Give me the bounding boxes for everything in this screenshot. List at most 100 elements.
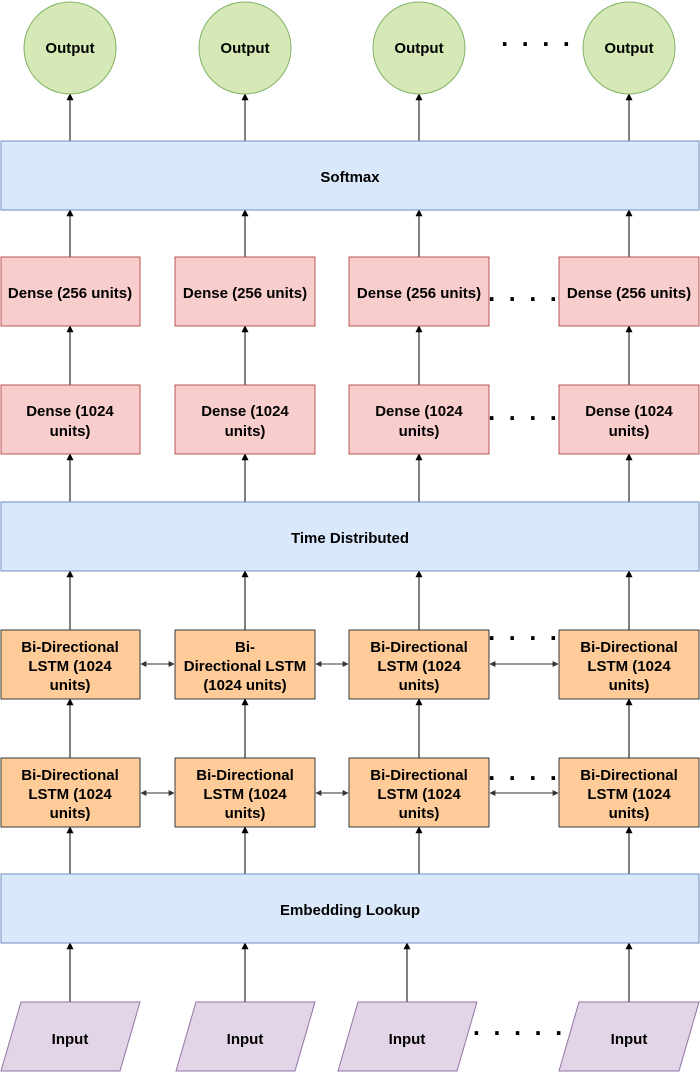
dense-1024-label-line1: Dense (1024 xyxy=(375,403,463,420)
output-circle xyxy=(23,1,117,95)
output-label: Output xyxy=(220,40,269,57)
bilstm-label-line3: units) xyxy=(399,677,440,694)
input-layer: Input Input Input Input · · · · · xyxy=(0,1001,700,1072)
dense-256-layer: Dense (256 units) Dense (256 units) Dens… xyxy=(0,256,700,327)
dense-256-node-3: Dense (256 units) xyxy=(348,256,490,327)
bilstm-top-ellipsis: · · · · xyxy=(488,626,560,650)
bilstm-top-node-3: Bi-Directional LSTM (1024 units) xyxy=(348,629,490,700)
dense-1024-box xyxy=(0,384,141,455)
bilstm-bottom-ellipsis: · · · · xyxy=(488,766,560,790)
softmax-label: Softmax xyxy=(320,169,380,186)
bilstm-label-line1: Bi-Directional xyxy=(580,767,678,784)
dense-1024-node-1: Dense (1024 units) xyxy=(0,384,141,455)
bilstm-label-line3: (1024 units) xyxy=(203,677,286,694)
input-label: Input xyxy=(227,1031,264,1048)
output-label: Output xyxy=(45,40,94,57)
bilstm-box xyxy=(348,757,490,828)
dense-1024-label-line1: Dense (1024 xyxy=(26,403,114,420)
output-circle xyxy=(582,1,676,95)
bilstm-label-line1: Bi-Directional xyxy=(370,639,468,656)
dense-256-box xyxy=(348,256,490,327)
dense-1024-ellipsis: · · · · xyxy=(488,406,560,430)
dense-256-label: Dense (256 units) xyxy=(183,285,307,302)
bilstm-label-line3: units) xyxy=(50,805,91,822)
input-ellipsis: · · · · · xyxy=(473,1021,566,1045)
bilstm-top-node-2: Bi- Directional LSTM (1024 units) xyxy=(174,629,316,700)
dense-1024-node-2: Dense (1024 units) xyxy=(174,384,316,455)
bilstm-label-line1: Bi-Directional xyxy=(580,639,678,656)
bilstm-label-line2: LSTM (1024 xyxy=(28,786,112,803)
dense-1024-box xyxy=(348,384,490,455)
time-distributed-layer: Time Distributed xyxy=(0,501,700,572)
dense-1024-label-line2: units) xyxy=(399,423,440,440)
input-node-2: Input xyxy=(175,1001,316,1072)
output-circle xyxy=(372,1,466,95)
output-label: Output xyxy=(604,40,653,57)
output-ellipsis: · · · · xyxy=(501,32,573,56)
vertical-arrows xyxy=(66,93,633,1002)
dense-1024-node-4: Dense (1024 units) xyxy=(558,384,700,455)
time-distributed-box xyxy=(0,501,700,572)
bilstm-label-line2: LSTM (1024 xyxy=(587,786,671,803)
bilstm-label-line1: Bi-Directional xyxy=(370,767,468,784)
input-node-1: Input xyxy=(0,1001,141,1072)
dense-1024-layer: Dense (1024 units) Dense (1024 units) De… xyxy=(0,384,700,455)
softmax-box xyxy=(0,140,700,211)
embedding-layer: Embedding Lookup xyxy=(0,873,700,944)
bilstm-label-line1: Bi-Directional xyxy=(21,767,119,784)
dense-1024-label-line2: units) xyxy=(225,423,266,440)
bilstm-label-line1: Bi-Directional xyxy=(21,639,119,656)
dense-1024-node-3: Dense (1024 units) xyxy=(348,384,490,455)
bidirectional-arrows xyxy=(140,661,559,796)
bilstm-box xyxy=(558,629,700,700)
bilstm-label-line3: units) xyxy=(50,677,91,694)
bilstm-box xyxy=(174,629,316,700)
input-node-4: Input xyxy=(558,1001,700,1072)
bilstm-bottom-layer: Bi-Directional LSTM (1024 units) Bi-Dire… xyxy=(0,757,700,828)
bilstm-label-line3: units) xyxy=(225,805,266,822)
input-shape xyxy=(175,1001,316,1072)
embedding-box xyxy=(0,873,700,944)
dense-1024-label-line2: units) xyxy=(609,423,650,440)
bilstm-label-line2: LSTM (1024 xyxy=(203,786,287,803)
output-label: Output xyxy=(394,40,443,57)
time-distributed-label: Time Distributed xyxy=(291,530,409,547)
output-layer: Output Output Output Output · · · · xyxy=(23,1,676,95)
bilstm-bottom-node-3: Bi-Directional LSTM (1024 units) xyxy=(348,757,490,828)
dense-1024-box xyxy=(558,384,700,455)
bilstm-label-line3: units) xyxy=(399,805,440,822)
bilstm-label-line3: units) xyxy=(609,805,650,822)
input-node-3: Input xyxy=(337,1001,478,1072)
bilstm-bottom-node-2: Bi-Directional LSTM (1024 units) xyxy=(174,757,316,828)
dense-256-node-2: Dense (256 units) xyxy=(174,256,316,327)
dense-256-label: Dense (256 units) xyxy=(8,285,132,302)
bilstm-box xyxy=(348,629,490,700)
bilstm-label-line2: LSTM (1024 xyxy=(28,658,112,675)
bilstm-label-line3: units) xyxy=(609,677,650,694)
output-circle xyxy=(198,1,292,95)
output-node-1: Output xyxy=(23,1,117,95)
bilstm-box xyxy=(174,757,316,828)
dense-1024-label-line2: units) xyxy=(50,423,91,440)
bilstm-label-line2: LSTM (1024 xyxy=(377,786,461,803)
input-shape xyxy=(337,1001,478,1072)
dense-256-box xyxy=(0,256,141,327)
bilstm-top-layer: Bi-Directional LSTM (1024 units) Bi- Dir… xyxy=(0,626,700,700)
dense-1024-label-line1: Dense (1024 xyxy=(201,403,289,420)
bilstm-bottom-node-1: Bi-Directional LSTM (1024 units) xyxy=(0,757,141,828)
dense-256-box xyxy=(174,256,316,327)
bilstm-bottom-node-4: Bi-Directional LSTM (1024 units) xyxy=(558,757,700,828)
input-label: Input xyxy=(611,1031,648,1048)
bilstm-label-line2: LSTM (1024 xyxy=(587,658,671,675)
input-label: Input xyxy=(389,1031,426,1048)
bilstm-label-line1: Bi-Directional xyxy=(196,767,294,784)
bilstm-box xyxy=(0,757,141,828)
input-shape xyxy=(0,1001,141,1072)
dense-256-ellipsis: · · · · xyxy=(488,287,560,311)
output-node-3: Output xyxy=(372,1,466,95)
dense-1024-label-line1: Dense (1024 xyxy=(585,403,673,420)
bilstm-top-node-1: Bi-Directional LSTM (1024 units) xyxy=(0,629,141,700)
dense-256-node-1: Dense (256 units) xyxy=(0,256,141,327)
embedding-label: Embedding Lookup xyxy=(280,902,420,919)
